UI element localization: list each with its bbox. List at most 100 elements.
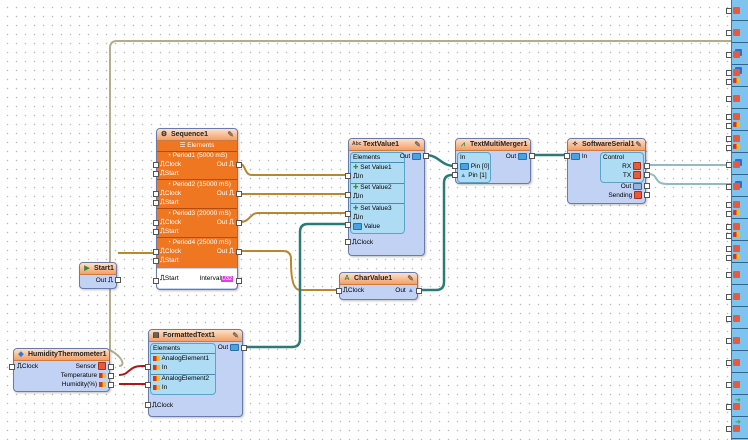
- board-analog-connector[interactable]: [726, 233, 732, 239]
- wire-formatted-to-textvalue[interactable]: [244, 222, 348, 349]
- period4-start-pin[interactable]: [153, 258, 159, 264]
- formatted-clock-pin[interactable]: [145, 402, 151, 408]
- board-pin-connector[interactable]: [726, 404, 732, 410]
- board-pin-connector[interactable]: [726, 360, 732, 366]
- board-pin-7[interactable]: [726, 152, 748, 175]
- board-pin-11[interactable]: [726, 240, 748, 263]
- wire-textvalue-to-merger[interactable]: [424, 153, 456, 168]
- board-pin-connector[interactable]: [726, 246, 732, 252]
- board-pin-connector[interactable]: [726, 96, 732, 102]
- wire-period1-to-setvalue1[interactable]: [239, 163, 348, 176]
- period1-out-pin[interactable]: [236, 162, 242, 168]
- board-pin-8[interactable]: [726, 174, 748, 197]
- board-analog-connector[interactable]: [726, 211, 732, 217]
- edit-wrench-icon[interactable]: ✎: [232, 331, 239, 340]
- serial-header[interactable]: ✧ SoftwareSerial1 ✎: [568, 139, 645, 151]
- board-pin-connector[interactable]: [726, 224, 732, 230]
- board-pin-connector[interactable]: [726, 426, 732, 432]
- board-pin-15[interactable]: [726, 328, 748, 351]
- start-header[interactable]: ▶ Start1: [80, 263, 116, 275]
- software-serial-component[interactable]: ✧ SoftwareSerial1 ✎ In Control RX TX Out…: [567, 138, 646, 204]
- textvalue-clock-pin[interactable]: [345, 239, 351, 245]
- set-value3-value-pin[interactable]: [345, 222, 351, 228]
- edit-wrench-icon[interactable]: ✎: [414, 140, 421, 149]
- board-component-panel[interactable]: ➜➜: [726, 0, 748, 440]
- board-pin-5[interactable]: [726, 108, 748, 131]
- board-pin-connector[interactable]: [726, 162, 732, 168]
- board-pin-6[interactable]: [726, 130, 748, 153]
- period1-start-pin[interactable]: [153, 171, 159, 177]
- serial-rx-pin[interactable]: [644, 163, 650, 169]
- period2-clock-pin[interactable]: [153, 191, 159, 197]
- period3-out-pin[interactable]: [236, 220, 242, 226]
- serial-out-pin[interactable]: [644, 183, 650, 189]
- merger-pin0-pin[interactable]: [452, 163, 458, 169]
- humidity-humidity-pin[interactable]: [108, 382, 114, 388]
- board-pin-13[interactable]: [726, 284, 748, 307]
- board-pin-16[interactable]: [726, 350, 748, 373]
- board-pin-18[interactable]: ➜: [726, 394, 748, 417]
- analog-element2-in-pin[interactable]: [145, 382, 151, 388]
- board-pin-connector[interactable]: [726, 382, 732, 388]
- board-pin-1[interactable]: [726, 20, 748, 43]
- period3-clock-pin[interactable]: [153, 220, 159, 226]
- merger-pin1-pin[interactable]: [452, 172, 458, 178]
- edit-wrench-icon[interactable]: ✎: [227, 130, 234, 139]
- charvalue-clock-pin[interactable]: [336, 288, 342, 294]
- board-pin-4[interactable]: [726, 86, 748, 109]
- text-multi-merger-component[interactable]: ⩘ TextMultiMerger1 In Pin [0] ▲ Pin [1] …: [455, 138, 531, 184]
- board-analog-connector[interactable]: [726, 255, 732, 261]
- period1-clock-pin[interactable]: [153, 162, 159, 168]
- board-pin-connector[interactable]: [726, 8, 732, 14]
- text-value-component[interactable]: Abc TextValue1 ✎ Elements ✚ Set Value1 ⎍…: [348, 138, 425, 256]
- board-pin-connector[interactable]: [726, 184, 732, 190]
- board-pin-17[interactable]: [726, 372, 748, 395]
- serial-sending-pin[interactable]: [644, 192, 650, 198]
- board-pin-connector[interactable]: [726, 338, 732, 344]
- charvalue-header[interactable]: A CharValue1 ✎: [340, 273, 417, 285]
- wire-serial-tx-to-board[interactable]: [647, 173, 731, 185]
- board-pin-connector[interactable]: [726, 114, 732, 120]
- board-pin-2[interactable]: [726, 42, 748, 65]
- wire-charvalue-to-merger[interactable]: [420, 173, 455, 292]
- sequence-start-pin[interactable]: [153, 278, 159, 284]
- set-value1-in-pin[interactable]: [345, 173, 351, 179]
- board-pin-connector[interactable]: [726, 294, 732, 300]
- period4-out-pin[interactable]: [236, 249, 242, 255]
- char-value-component[interactable]: A CharValue1 ✎ ⎍Clock Out ▲: [339, 272, 418, 300]
- edit-wrench-icon[interactable]: ✎: [635, 140, 642, 149]
- set-value3-in-pin[interactable]: [345, 211, 351, 217]
- board-pin-connector[interactable]: [726, 202, 732, 208]
- textvalue-header[interactable]: Abc TextValue1 ✎: [349, 139, 424, 151]
- board-pin-0[interactable]: [726, 0, 748, 21]
- board-pin-connector[interactable]: [726, 136, 732, 142]
- wire-period3-to-setvalue3[interactable]: [239, 212, 348, 223]
- board-pin-connector[interactable]: [726, 316, 732, 322]
- analog-element1-in-pin[interactable]: [145, 364, 151, 370]
- period4-clock-pin[interactable]: [153, 249, 159, 255]
- serial-in-pin[interactable]: [564, 153, 570, 159]
- textvalue-out-pin[interactable]: [423, 153, 429, 159]
- board-pin-connector[interactable]: [726, 52, 732, 58]
- humidity-thermometer-component[interactable]: ◆ HumidityThermometer1 ⎍Clock Sensor Tem…: [13, 348, 110, 392]
- serial-tx-pin[interactable]: [644, 172, 650, 178]
- sequence-component[interactable]: ⚙ Sequence1 ✎ ☰ Elements ◔ Period1 (5000…: [156, 128, 238, 290]
- board-pin-connector[interactable]: [726, 30, 732, 36]
- board-pin-connector[interactable]: [726, 70, 732, 76]
- merger-header[interactable]: ⩘ TextMultiMerger1: [456, 139, 530, 151]
- board-pin-14[interactable]: [726, 306, 748, 329]
- start-component[interactable]: ▶ Start1 Out ⎍: [79, 262, 117, 289]
- humidity-clock-pin[interactable]: [9, 364, 15, 370]
- board-pin-connector[interactable]: [726, 272, 732, 278]
- board-analog-connector[interactable]: [726, 79, 732, 85]
- humidity-temperature-pin[interactable]: [108, 373, 114, 379]
- charvalue-out-pin[interactable]: [416, 288, 422, 294]
- set-value2-in-pin[interactable]: [345, 192, 351, 198]
- edit-wrench-icon[interactable]: ✎: [407, 274, 414, 283]
- board-pin-9[interactable]: [726, 196, 748, 219]
- period2-start-pin[interactable]: [153, 200, 159, 206]
- humidity-sensor-pin[interactable]: [108, 364, 114, 370]
- board-pin-3[interactable]: [726, 64, 748, 87]
- sequence-header[interactable]: ⚙ Sequence1 ✎: [157, 129, 237, 141]
- formatted-text-component[interactable]: ▤ FormattedText1 ✎ Elements AnalogElemen…: [148, 329, 243, 417]
